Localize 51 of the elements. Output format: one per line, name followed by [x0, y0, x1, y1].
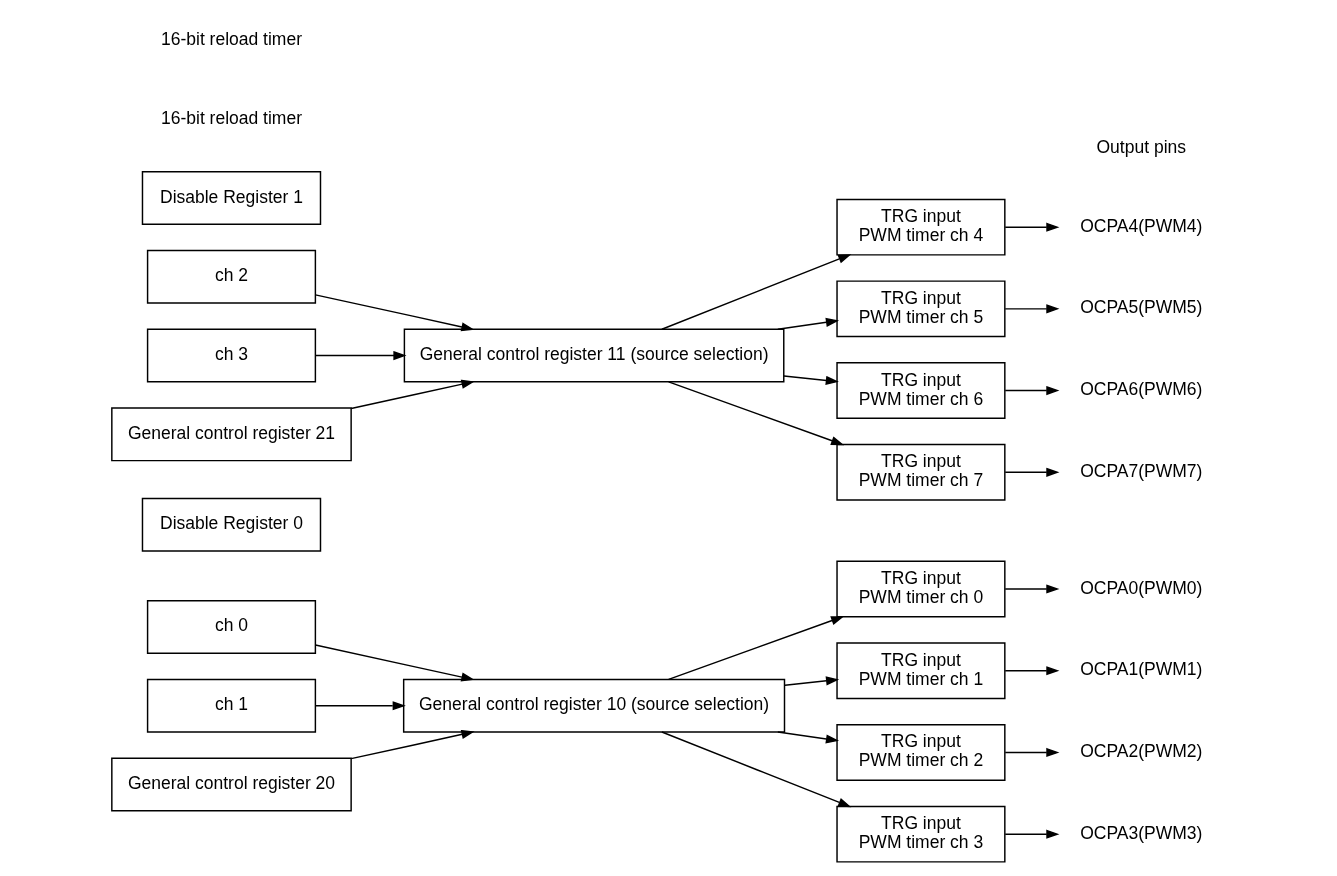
label: 16-bit reload timer	[160, 28, 303, 49]
arrow	[1004, 222, 1060, 232]
arrow	[314, 644, 475, 682]
arrow	[1004, 747, 1060, 758]
node-box: General control register 11 (source selection)	[403, 328, 785, 383]
node-text: OCPA4(PWM4)	[1080, 215, 1203, 236]
arrow	[777, 731, 840, 744]
arrow	[350, 379, 475, 410]
arrow	[777, 317, 840, 330]
arrow	[783, 375, 839, 386]
arrow	[1004, 385, 1060, 396]
node-box: General control register 20	[111, 757, 352, 812]
node-box: ch 3	[146, 328, 317, 383]
arrow	[667, 381, 845, 446]
node-box: TRG input PWM timer ch 7	[836, 443, 1006, 501]
node-box: ch 0	[146, 599, 317, 654]
node-box: Disable Register 0	[141, 497, 322, 552]
node-text: OCPA3(PWM3)	[1080, 822, 1203, 843]
node-box: General control register 21	[111, 407, 352, 462]
node-text: OCPA5(PWM5)	[1080, 297, 1203, 318]
node-box: TRG input PWM timer ch 5	[836, 280, 1006, 338]
node-box: TRG input PWM timer ch 6	[836, 362, 1006, 420]
node-box: TRG input PWM timer ch 2	[836, 724, 1006, 781]
node-text: OCPA7(PWM7)	[1080, 460, 1203, 481]
node-box: TRG input PWM timer ch 3	[836, 805, 1006, 863]
node-box: ch 1	[146, 678, 317, 733]
arrow	[661, 731, 852, 808]
node-box: TRG input PWM timer ch 0	[836, 560, 1006, 618]
arrow	[314, 294, 475, 332]
arrow	[1004, 584, 1060, 594]
arrow	[350, 729, 475, 760]
arrow	[1004, 829, 1060, 839]
node-text: OCPA1(PWM1)	[1080, 659, 1203, 680]
arrow	[1004, 304, 1060, 314]
node-text: OCPA2(PWM2)	[1080, 740, 1203, 761]
label: Output pins	[1096, 136, 1187, 157]
node-text: OCPA6(PWM6)	[1080, 379, 1203, 400]
arrow	[314, 350, 407, 361]
arrow	[1004, 467, 1060, 477]
arrow	[314, 701, 406, 711]
node-text: OCPA0(PWM0)	[1080, 577, 1203, 598]
label: 16-bit reload timer	[160, 107, 303, 128]
node-box: ch 2	[146, 249, 317, 304]
arrow	[661, 254, 852, 330]
node-box: TRG input PWM timer ch 4	[836, 198, 1006, 256]
arrow	[667, 616, 845, 681]
arrow	[784, 676, 840, 686]
node-box: TRG input PWM timer ch 1	[836, 642, 1006, 700]
arrow	[1004, 666, 1060, 676]
node-box: General control register 10 (source selection)	[402, 678, 786, 733]
node-box: Disable Register 1	[141, 171, 322, 225]
